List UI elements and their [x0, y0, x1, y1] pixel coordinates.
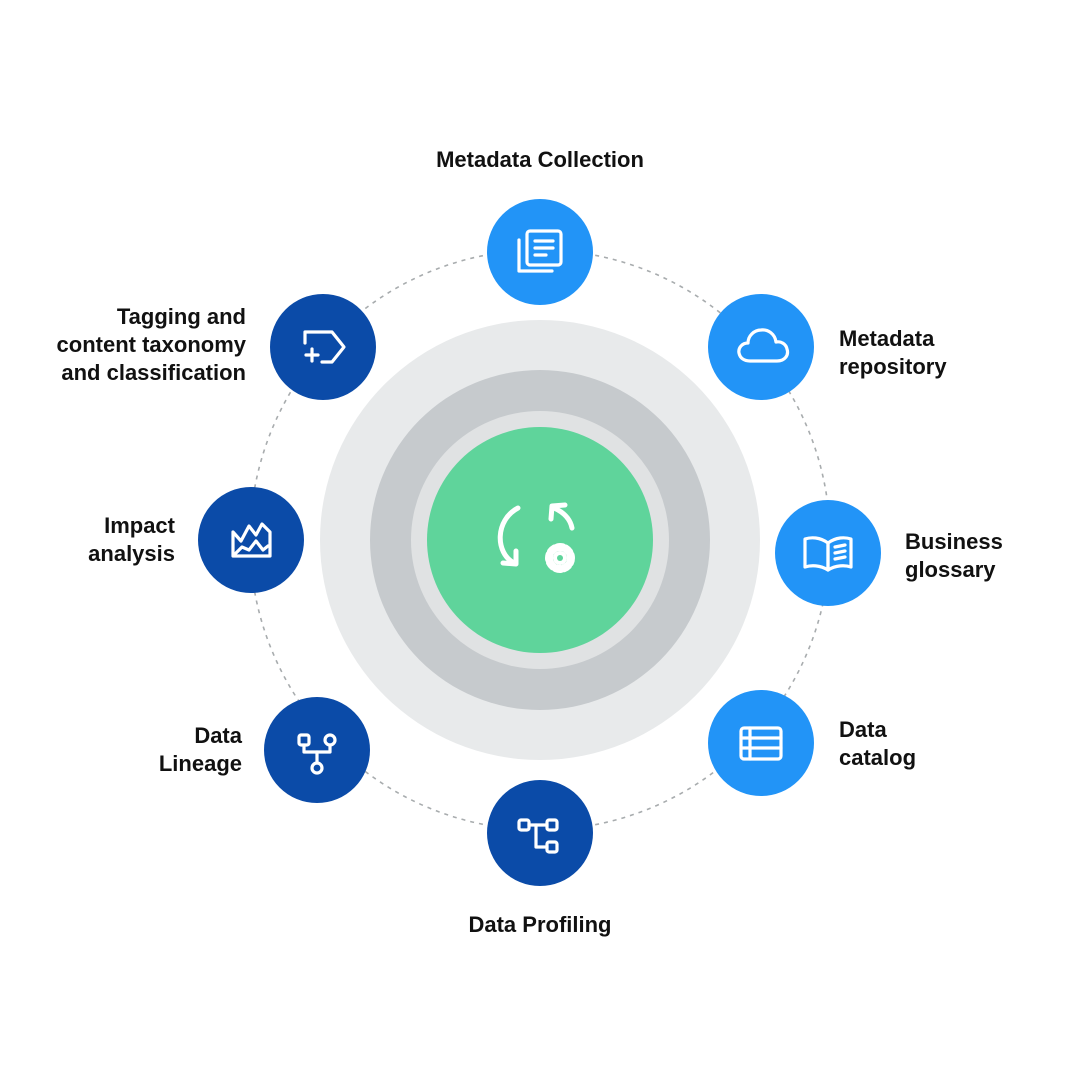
label-data-lineage: Data Lineage — [158, 723, 242, 776]
center-circle — [427, 427, 653, 653]
cloud-icon — [737, 328, 790, 363]
label-data-profiling: Data Profiling — [468, 912, 612, 937]
table-list-icon — [739, 726, 783, 761]
node-tagging — [270, 294, 376, 400]
label-data-catalog: Data catalog — [839, 717, 917, 770]
label-tagging: Tagging and content taxonomy and classif… — [56, 304, 246, 385]
label-metadata-collection: Metadata Collection — [436, 147, 644, 172]
open-book-icon — [803, 536, 853, 572]
node-metadata-repository — [708, 294, 814, 400]
label-metadata-repository: Metadata repository — [839, 326, 947, 379]
label-business-glossary: Business glossary — [905, 529, 1003, 582]
documents-icon — [517, 229, 563, 273]
node-data-profiling — [487, 780, 593, 886]
node-data-catalog — [708, 690, 814, 796]
branch-icon — [297, 733, 337, 775]
node-metadata-collection — [487, 199, 593, 305]
node-impact-analysis — [198, 487, 304, 593]
label-impact-analysis: Impact analysis — [88, 513, 175, 566]
area-chart-icon — [231, 522, 272, 558]
tag-add-icon — [303, 330, 346, 364]
node-business-glossary — [775, 500, 881, 606]
refresh-gear-icon — [497, 502, 575, 573]
flow-nodes-icon — [517, 818, 559, 854]
node-data-lineage — [264, 697, 370, 803]
